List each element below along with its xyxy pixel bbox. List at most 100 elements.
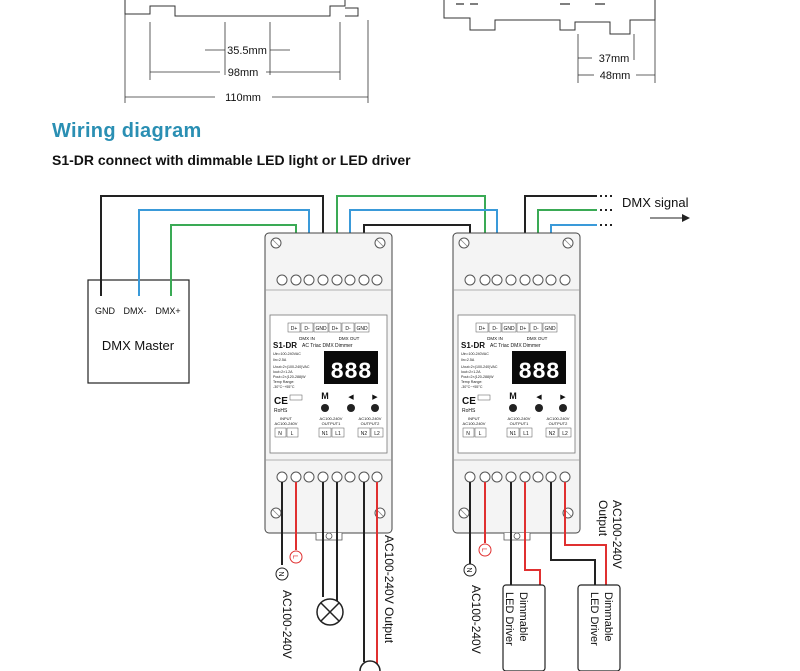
dmx-in-label-right: DMX IN	[487, 336, 503, 341]
lamp-icon	[316, 598, 344, 626]
svg-text:Dimmable: Dimmable	[602, 592, 614, 642]
right-power-wiring	[469, 482, 607, 585]
svg-text:N: N	[465, 567, 472, 572]
svg-text:Iout=2×1.2A: Iout=2×1.2A	[461, 370, 481, 374]
dimension-drawing-right: 37mm 48mm	[443, 0, 656, 83]
ac-output-label-right-1: AC100-240V	[610, 500, 624, 569]
svg-text:L: L	[480, 548, 487, 552]
button-right-right: ▶	[560, 394, 566, 401]
svg-text:N1: N1	[510, 431, 517, 437]
led-driver-2: Dimmable LED Driver	[577, 584, 621, 671]
dmx-master-box: GND DMX- DMX+ DMX Master	[87, 279, 190, 384]
device-model: S1-DR	[273, 341, 297, 350]
svg-text:-30°C~+55°C: -30°C~+55°C	[461, 385, 483, 389]
svg-text:Temp Range:: Temp Range:	[461, 380, 482, 384]
ac-input-label-left: AC100-240V	[280, 590, 294, 659]
device-left: D+ D- GND D+ D- GND DMX IN DMX OUT S1-DR…	[264, 232, 393, 541]
svg-text:D-: D-	[345, 326, 351, 332]
bottom-terminal-labels-right: N L N1 L1 N2 L2	[462, 427, 572, 438]
bottom-labels-right: INPUT AC100-240V AC100-240V OUTPUT1 AC10…	[463, 416, 570, 426]
display-digits-right: 888	[518, 359, 559, 385]
svg-text:AC100-240V: AC100-240V	[547, 416, 570, 421]
dmx-master-gnd: GND	[95, 306, 116, 316]
dmx-signal-arrow-icon	[650, 214, 690, 222]
svg-text:OUTPUT1: OUTPUT1	[322, 421, 341, 426]
dim-37mm: 37mm	[599, 53, 630, 65]
rohs-mark-right: RoHS	[462, 408, 476, 414]
button-left-left: ◀	[348, 394, 354, 401]
svg-text:Pout=2×(120-288)W: Pout=2×(120-288)W	[273, 375, 306, 379]
led-driver-1: Dimmable LED Driver	[502, 584, 546, 671]
svg-text:INPUT: INPUT	[468, 416, 481, 421]
device-model-right: S1-DR	[461, 341, 485, 350]
display-left	[324, 351, 378, 384]
svg-text:Temp Range:: Temp Range:	[273, 380, 294, 384]
svg-text:Uin=100-240VAC: Uin=100-240VAC	[461, 352, 489, 356]
live-marker-left: L	[289, 550, 303, 564]
svg-text:D+: D+	[479, 326, 486, 332]
device-subtitle-right: AC Triac DMX Dimmer	[490, 343, 541, 349]
svg-text:GND: GND	[503, 326, 515, 332]
svg-text:L: L	[291, 431, 294, 437]
svg-text:Pout=2×(120-288)W: Pout=2×(120-288)W	[461, 375, 494, 379]
dim-35-5mm: 35.5mm	[227, 45, 267, 57]
svg-text:OUTPUT2: OUTPUT2	[549, 421, 568, 426]
svg-text:GND: GND	[315, 326, 327, 332]
dmx-in-label: DMX IN	[299, 336, 315, 341]
ce-mark: CE	[274, 396, 288, 407]
device-specs-right: Uin=100-240VAC Iin=2.5A Uout=2×(100-240)…	[461, 352, 498, 389]
button-m-left: M	[321, 391, 329, 401]
svg-text:-30°C~+55°C: -30°C~+55°C	[273, 385, 295, 389]
svg-text:D+: D+	[291, 326, 298, 332]
display-right	[512, 351, 566, 384]
rohs-mark: RoHS	[274, 408, 288, 414]
bottom-labels-left: INPUT AC100-240V AC100-240V OUTPUT1 AC10…	[275, 416, 382, 426]
dmx-out-label: DMX OUT	[339, 336, 360, 341]
device-right: D+ D- GND D+ D- GND DMX IN DMX OUT S1-DR…	[452, 232, 581, 541]
button-left-right: ◀	[536, 394, 542, 401]
display-digits-left: 888	[330, 359, 371, 385]
svg-text:Uout=2×(100-240)VAC: Uout=2×(100-240)VAC	[461, 365, 498, 369]
button-right-left: ▶	[372, 394, 378, 401]
svg-text:LED Driver: LED Driver	[588, 592, 600, 646]
button-m-right: M	[509, 391, 517, 401]
ac-output-label-right-2: Output	[596, 500, 610, 537]
svg-text:LED Driver: LED Driver	[503, 592, 515, 646]
device-subtitle: AC Triac DMX Dimmer	[302, 343, 353, 349]
svg-text:Uout=2×(100-240)VAC: Uout=2×(100-240)VAC	[273, 365, 310, 369]
device-specs-left: Uin=100-240VAC Iin=2.5A Uout=2×(100-240)…	[273, 352, 310, 389]
top-terminal-labels-right: D+ D- GND D+ D- GND	[475, 322, 558, 333]
ac-input-label-right: AC100-240V	[469, 585, 483, 654]
svg-text:Uin=100-240VAC: Uin=100-240VAC	[273, 352, 301, 356]
neutral-marker-right: N	[463, 563, 477, 577]
svg-text:L2: L2	[374, 431, 380, 437]
svg-text:L1: L1	[523, 431, 529, 437]
dimension-drawing-left: 35.5mm 98mm 110mm	[124, 0, 369, 104]
dmx-out-label-right: DMX OUT	[527, 336, 548, 341]
svg-text:L: L	[479, 431, 482, 437]
svg-text:N: N	[466, 431, 470, 437]
svg-text:L2: L2	[562, 431, 568, 437]
svg-text:GND: GND	[356, 326, 368, 332]
svg-text:D+: D+	[520, 326, 527, 332]
svg-text:L: L	[291, 555, 298, 559]
svg-text:D-: D-	[533, 326, 539, 332]
neutral-marker-left: N	[275, 567, 289, 581]
dim-48mm: 48mm	[600, 70, 631, 82]
ce-mark-right: CE	[462, 396, 476, 407]
dmx-signal-dots	[600, 195, 612, 226]
svg-text:N: N	[278, 431, 282, 437]
diagram-subtitle: S1-DR connect with dimmable LED light or…	[52, 152, 411, 168]
ac-output-label-left: AC100-240V Output	[382, 535, 396, 644]
svg-text:D-: D-	[304, 326, 310, 332]
top-terminal-screws-left	[276, 274, 383, 286]
svg-text:N1: N1	[322, 431, 329, 437]
top-terminal-labels-left: D+ D- GND D+ D- GND	[287, 322, 370, 333]
svg-text:AC100-240V: AC100-240V	[320, 416, 343, 421]
svg-text:N: N	[277, 571, 284, 576]
dim-110mm: 110mm	[225, 92, 261, 104]
top-terminal-screws-right	[464, 274, 571, 286]
dim-98mm: 98mm	[228, 67, 259, 79]
dmx-master-dmx-plus: DMX+	[155, 306, 180, 316]
